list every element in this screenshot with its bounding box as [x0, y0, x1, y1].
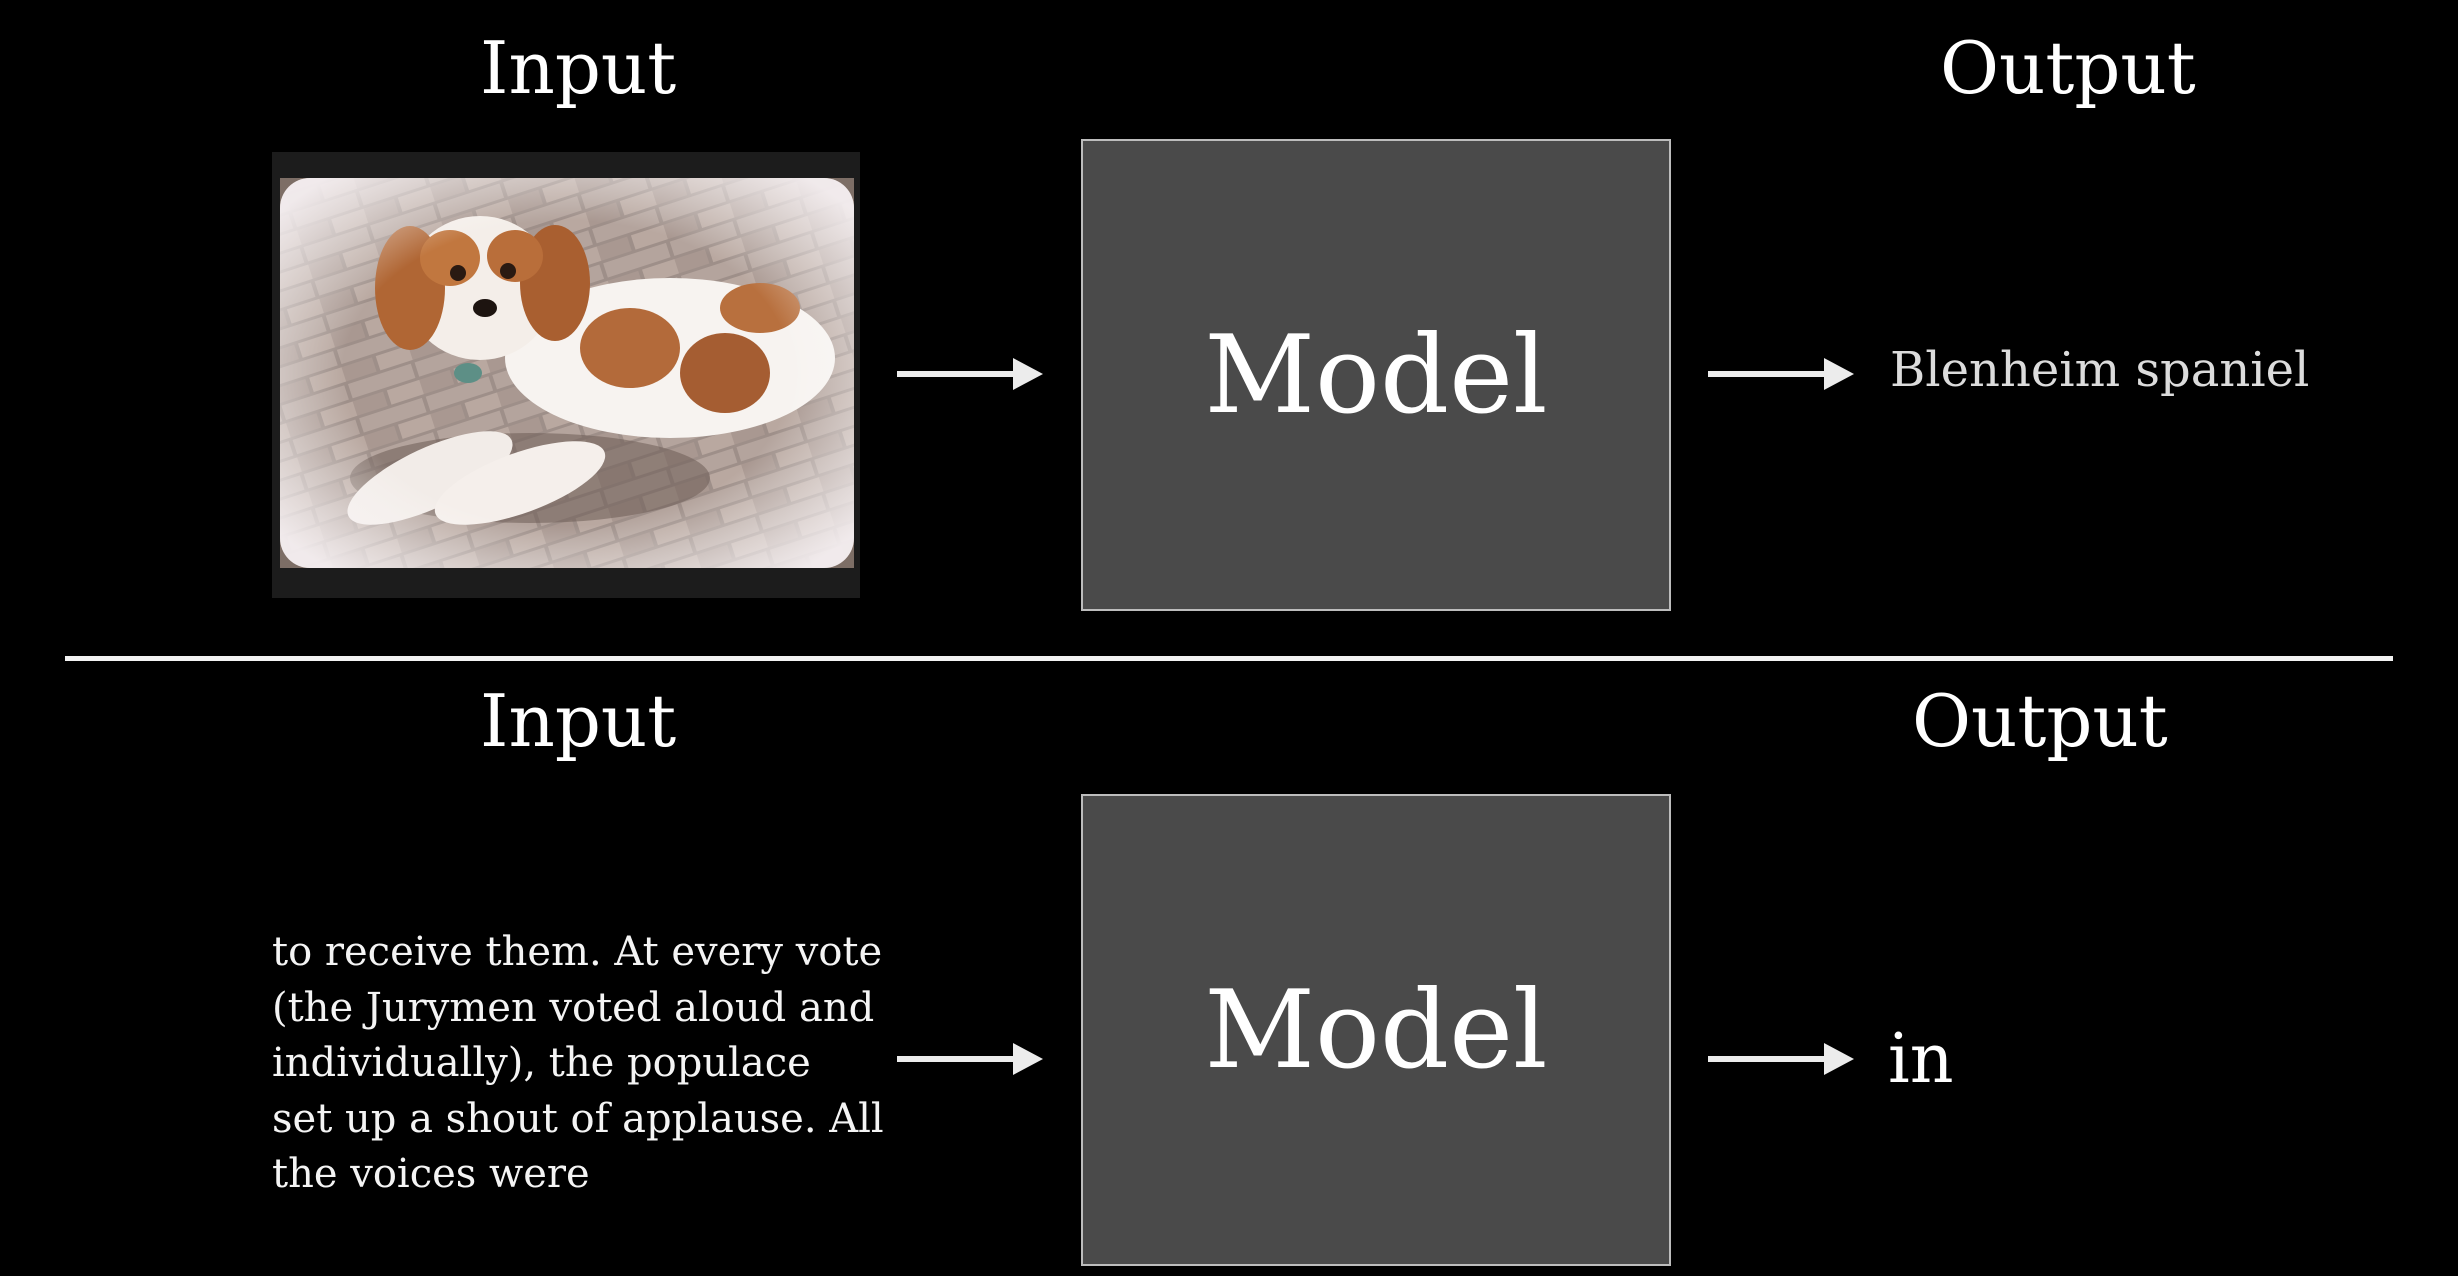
- dog-photo-image: [280, 178, 854, 568]
- output-label-bottom: in: [1888, 1020, 1954, 1099]
- model-label: Model: [1204, 967, 1548, 1093]
- input-text-passage: to receive them. At every vote (the Jury…: [272, 925, 892, 1203]
- arrow-icon: [1708, 358, 1854, 390]
- dog-illustration-icon: [280, 178, 854, 568]
- passage-line: set up a shout of applause. All: [272, 1095, 884, 1142]
- output-heading-bottom: Output: [1912, 679, 2168, 763]
- model-label: Model: [1204, 312, 1548, 438]
- passage-line: the voices were: [272, 1151, 590, 1197]
- arrow-icon: [897, 358, 1043, 390]
- divider: [65, 656, 2393, 661]
- input-heading-top: Input: [480, 26, 677, 110]
- passage-line: (the Jurymen voted aloud and: [272, 984, 875, 1031]
- passage-line: to receive them. At every vote: [272, 929, 883, 975]
- dog-photo: [272, 152, 860, 598]
- arrow-icon: [897, 1043, 1043, 1075]
- arrow-icon: [1708, 1043, 1854, 1075]
- model-box-top: Model: [1081, 139, 1671, 611]
- output-label-top: Blenheim spaniel: [1890, 342, 2310, 398]
- output-heading-top: Output: [1940, 26, 2196, 110]
- passage-line: individually), the populace: [272, 1040, 811, 1086]
- input-heading-bottom: Input: [480, 679, 677, 763]
- model-box-bottom: Model: [1081, 794, 1671, 1266]
